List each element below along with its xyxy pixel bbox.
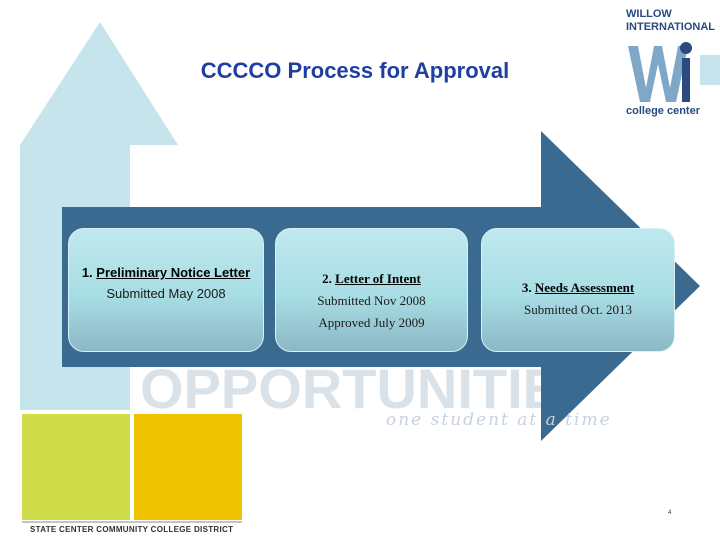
college-logo: WILLOW INTERNATIONAL COMMUNITY college c… <box>612 8 720 120</box>
logo-bottom-text: college center <box>626 105 700 117</box>
step-1-box: 1. Preliminary Notice Letter Submitted M… <box>68 228 264 352</box>
step-1-title-text: Preliminary Notice Letter <box>96 265 251 280</box>
step-3-number: 3. <box>521 280 532 295</box>
step-2-line-1: Submitted Nov 2008 <box>317 293 426 308</box>
step-2-box: 2. Letter of Intent Submitted Nov 2008 A… <box>275 228 468 352</box>
logo-line-2: INTERNATIONAL <box>626 21 716 33</box>
step-1-number: 1. <box>81 265 93 280</box>
watermark-tagline: one student at a time <box>386 410 612 430</box>
step-3-title: 3. Needs Assessment <box>482 280 674 296</box>
footer-text: STATE CENTER COMMUNITY COLLEGE DISTRICT <box>30 525 234 534</box>
page-number: 4 <box>668 510 672 516</box>
step-1-title: 1. Preliminary Notice Letter <box>69 265 263 280</box>
step-3-title-text: Needs Assessment <box>534 280 635 295</box>
lime-block <box>22 414 130 520</box>
step-3-line-1: Submitted Oct. 2013 <box>524 302 632 317</box>
logo-name: WILLOW INTERNATIONAL <box>626 8 715 34</box>
right-band <box>700 55 720 85</box>
slide-title: CCCCO Process for Approval <box>200 58 510 83</box>
wi-logo-mark <box>622 38 696 110</box>
step-2-title-text: Letter of Intent <box>335 271 421 286</box>
logo-line-1: WILLOW <box>626 8 672 20</box>
yellow-block <box>134 414 242 520</box>
step-2-title: 2. Letter of Intent <box>276 271 467 287</box>
step-3-box: 3. Needs Assessment Submitted Oct. 2013 <box>481 228 675 352</box>
step-2-line-2: Approved July 2009 <box>318 315 425 330</box>
step-2-number: 2. <box>322 271 332 286</box>
step-1-line-1: Submitted May 2008 <box>106 286 226 301</box>
watermark-word: OPPORTUNITIE <box>140 357 560 420</box>
